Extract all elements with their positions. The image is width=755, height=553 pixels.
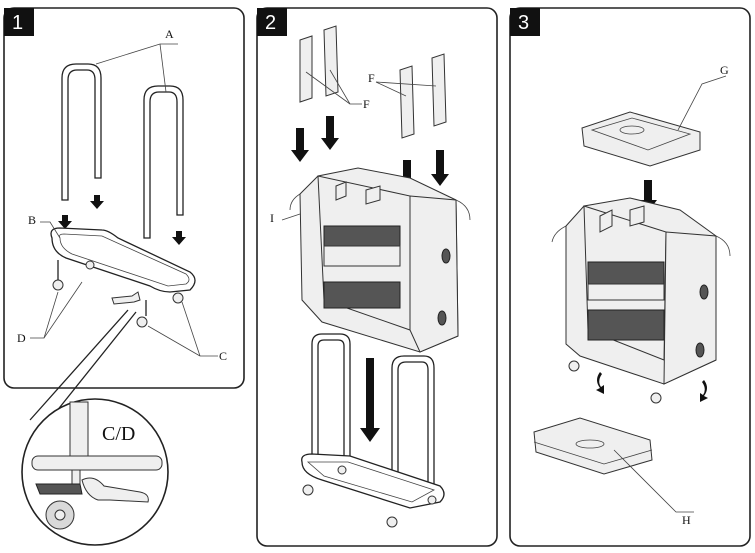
fabric-bag [289,167,471,353]
step-2-panel: 2 F F I [256,7,498,547]
upright-frame-right [143,85,184,239]
label-c: C [219,349,227,363]
step-3-panel: 3 G [509,7,751,547]
label-g: G [720,63,729,77]
label-h: H [682,513,691,527]
base-frame [50,227,196,293]
assembled-cart [551,197,731,404]
label-f-left: F [363,97,370,111]
folded-bag [533,417,694,513]
wrench-tool [111,291,141,305]
step-1-number: 1 [12,12,23,34]
label-a: A [165,27,174,41]
top-tray [581,75,727,167]
step-2-leaders-f [281,69,437,221]
label-i: I [270,211,274,225]
step-3-number: 3 [518,12,529,34]
label-d: D [17,331,26,345]
step-1-panel: 1 [3,7,245,433]
upright-frame-left [61,63,102,201]
label-f-right: F [368,71,375,85]
step-2-number: 2 [265,12,276,34]
caster-detail-inset: C/D [21,398,169,546]
trolley-frame [301,333,445,528]
inset-label: C/D [102,423,135,445]
label-b: B [28,213,36,227]
caster-wheels [52,260,184,328]
